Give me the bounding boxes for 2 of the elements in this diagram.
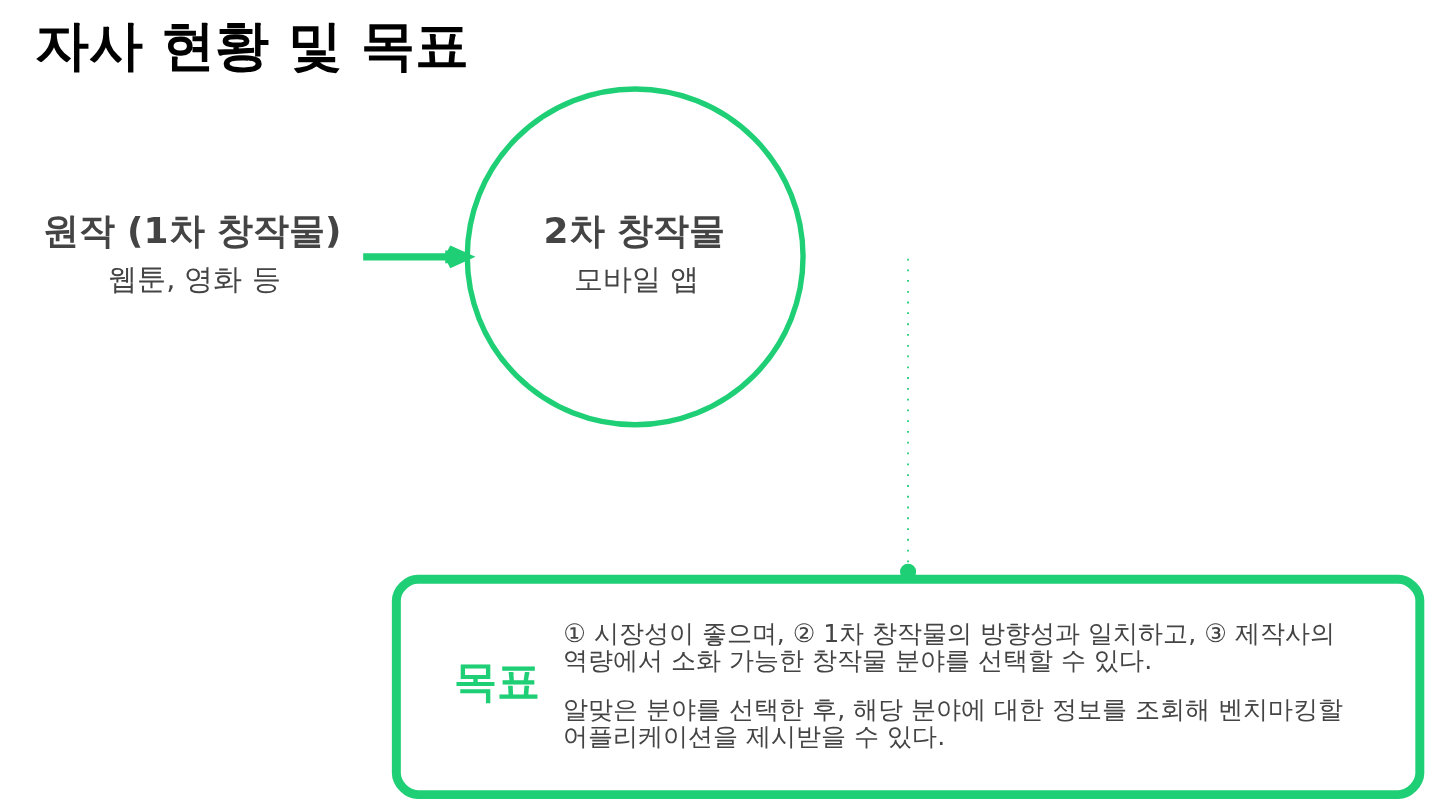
diagram-title: 자사 현황 및 목표	[34, 13, 469, 77]
node-text: 원작 (1차 창작물) 웹툰, 영화 등	[42, 209, 342, 296]
